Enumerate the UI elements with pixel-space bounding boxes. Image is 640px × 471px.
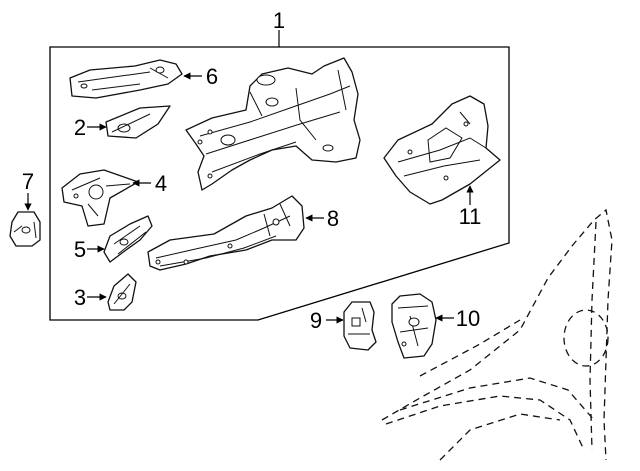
part-2-plate[interactable] xyxy=(105,105,171,139)
callout-8: 8 xyxy=(327,206,339,231)
callout-2: 2 xyxy=(74,115,86,140)
part-6-upper-rail[interactable] xyxy=(69,59,183,99)
fender-outline xyxy=(381,208,613,461)
callout-4: 4 xyxy=(155,171,167,196)
callout-7: 7 xyxy=(22,169,34,194)
part-3-small-plate[interactable] xyxy=(107,273,137,311)
callout-3: 3 xyxy=(74,285,86,310)
part-9-bracket[interactable] xyxy=(343,301,377,351)
part-7-small-bracket[interactable] xyxy=(9,211,41,247)
callout-11: 11 xyxy=(459,204,482,229)
callout-6: 6 xyxy=(206,64,218,89)
part-10-support[interactable] xyxy=(391,293,437,359)
part-5-lower-bracket[interactable] xyxy=(103,215,153,263)
callout-9: 9 xyxy=(310,308,322,333)
part-4-bracket[interactable] xyxy=(61,169,139,227)
callout-5: 5 xyxy=(74,237,86,262)
callout-10: 10 xyxy=(456,306,480,331)
callout-1: 1 xyxy=(273,8,285,33)
part-8-lower-rail[interactable] xyxy=(147,195,305,271)
assembly-boundary xyxy=(49,46,510,321)
part-11-apron-panel[interactable] xyxy=(383,95,501,205)
part-1-front-rail-assembly[interactable] xyxy=(185,57,361,191)
